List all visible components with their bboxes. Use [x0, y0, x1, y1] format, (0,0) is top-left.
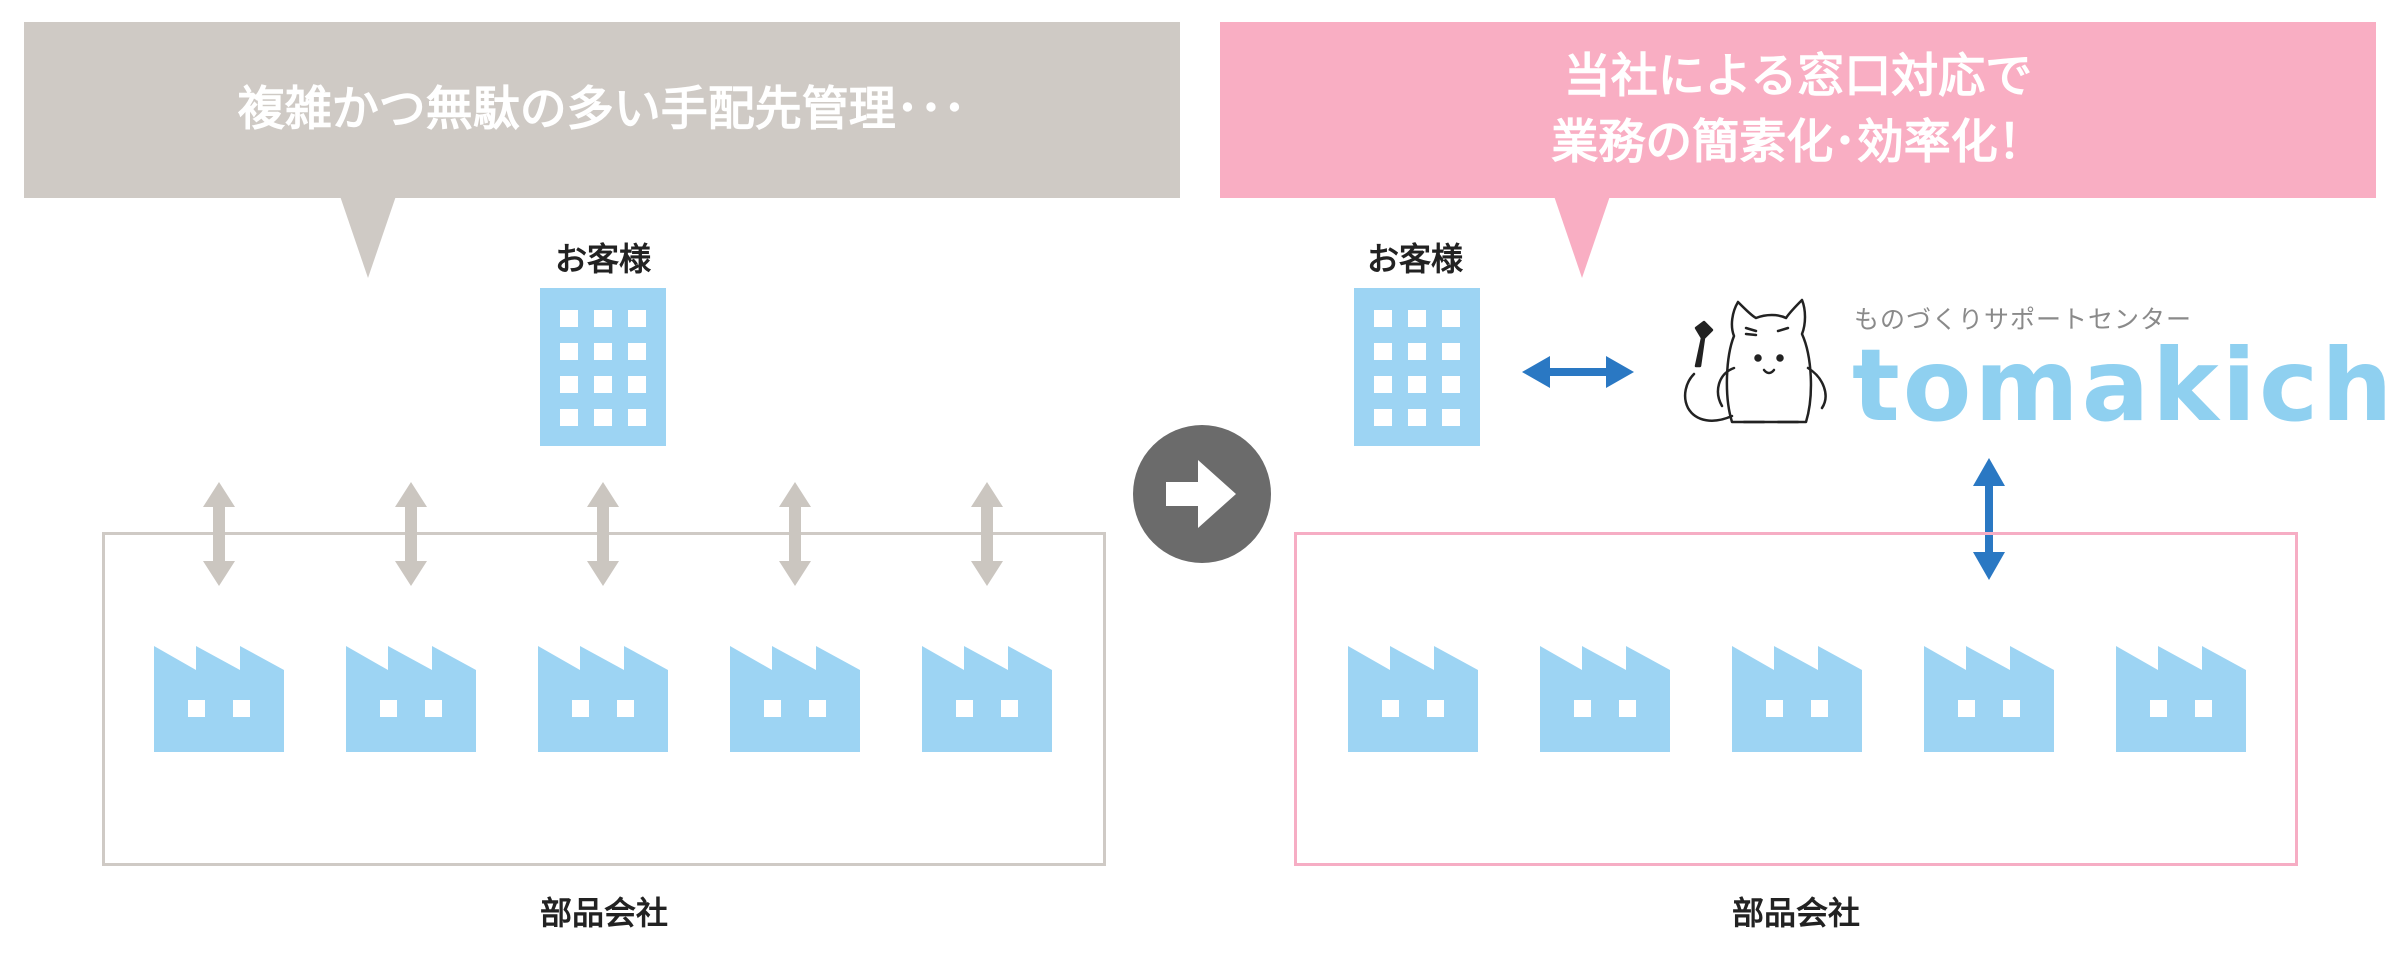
office-building-icon	[1354, 288, 1480, 446]
factory-icon	[1348, 646, 1478, 752]
right-bubble-tail	[1554, 196, 1610, 278]
brand-name: tomakichi	[1852, 327, 2400, 444]
right-parts-label: 部品会社	[1731, 894, 1860, 932]
arrow-right-circle-icon	[1132, 424, 1272, 564]
left-parts-label: 部品会社	[539, 894, 668, 932]
left-bubble-tail	[340, 196, 396, 278]
factory-icon	[1924, 646, 2054, 752]
factory-icon	[1732, 646, 1862, 752]
brand-tagline: ものづくりサポートセンター	[1854, 305, 2193, 334]
left-bubble-text: 複雑かつ無駄の多い手配先管理･･･	[237, 82, 967, 137]
factory-icon	[1540, 646, 1670, 752]
left-customer-label: お客様	[554, 240, 651, 278]
left-speech-bubble: 複雑かつ無駄の多い手配先管理･･･	[24, 22, 1180, 198]
office-building-icon	[540, 288, 666, 446]
horizontal-double-arrow-icon	[1522, 356, 1634, 388]
right-bubble-text: 当社による窓口対応で 業務の簡素化･効率化！	[1551, 49, 2045, 170]
factory-icon	[2116, 646, 2246, 752]
right-customer-label: お客様	[1366, 240, 1463, 278]
right-speech-bubble: 当社による窓口対応で 業務の簡素化･効率化！	[1220, 22, 2376, 198]
right-parts-frame	[1294, 532, 2298, 866]
cat-mascot-icon	[1674, 296, 1844, 436]
vertical-double-arrow-icon	[1973, 458, 2005, 580]
